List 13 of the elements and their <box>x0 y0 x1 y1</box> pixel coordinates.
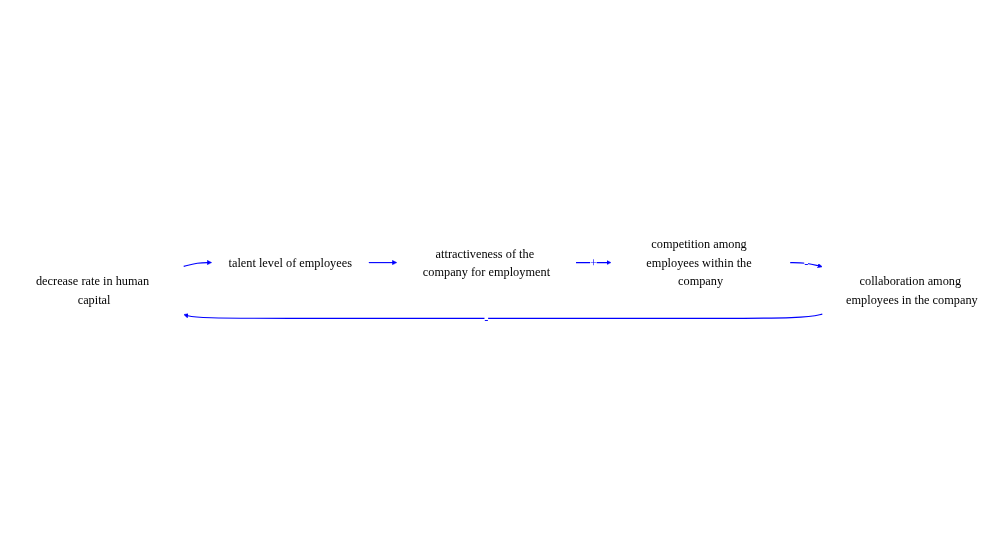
node-text: collaboration among employees in the company <box>846 274 978 307</box>
node-text: decrease rate in human capital <box>35 274 150 307</box>
edge-label: + <box>590 255 597 270</box>
arrow <box>575 260 612 266</box>
node-text: competition among employees within the company <box>646 237 752 289</box>
arrow <box>183 260 212 267</box>
edge-label: - <box>804 255 809 270</box>
edge-label: - <box>484 311 489 326</box>
arrow <box>789 262 823 269</box>
node-text: talent level of employees <box>228 255 353 270</box>
arrow <box>183 313 823 319</box>
arrow <box>368 260 398 266</box>
node-text: attractiveness of the company for employment <box>422 246 551 279</box>
